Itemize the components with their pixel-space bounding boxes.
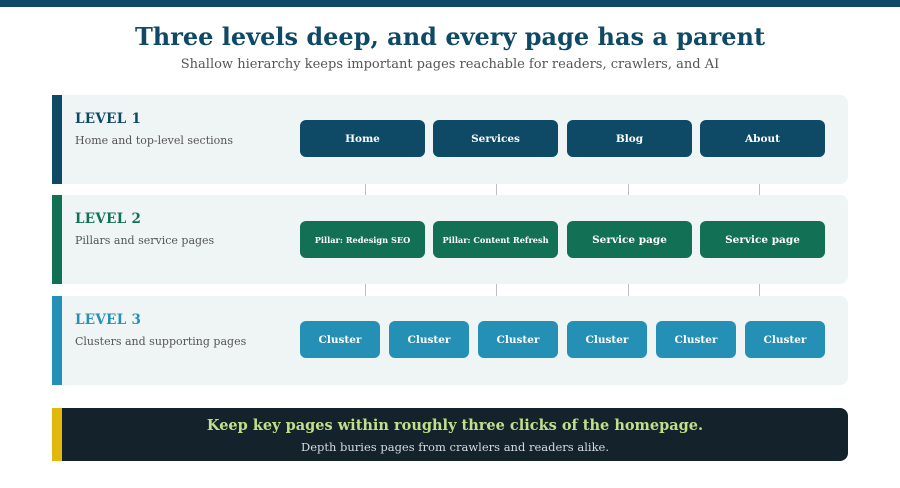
callout-box: Keep key pages within roughly three clic… — [52, 408, 848, 461]
level-1-title: LEVEL 1 — [75, 111, 142, 127]
node-service-page[interactable]: Service page — [567, 221, 692, 258]
node-cluster[interactable]: Cluster — [567, 321, 647, 358]
callout-headline: Keep key pages within roughly three clic… — [206, 417, 704, 434]
callout-subtext: Depth buries pages from crawlers and rea… — [300, 440, 610, 454]
level-3-description: Clusters and supporting pages — [75, 335, 247, 348]
node-pillar-content-refresh[interactable]: Pillar: Content Refresh — [433, 221, 558, 258]
node-services[interactable]: Services — [433, 120, 558, 157]
top-accent-bar — [0, 0, 900, 7]
level-3-accent — [52, 296, 62, 385]
level-2-accent — [52, 195, 62, 284]
node-blog[interactable]: Blog — [567, 120, 692, 157]
callout-accent — [52, 408, 62, 461]
connector-line — [759, 184, 760, 195]
node-cluster[interactable]: Cluster — [478, 321, 558, 358]
level-1-accent — [52, 95, 62, 184]
node-cluster[interactable]: Cluster — [389, 321, 469, 358]
connector-line — [628, 184, 629, 195]
connector-line — [365, 184, 366, 195]
node-home[interactable]: Home — [300, 120, 425, 157]
level-1-description: Home and top-level sections — [75, 134, 234, 147]
connector-line — [365, 284, 366, 296]
connector-line — [496, 184, 497, 195]
level-2-description: Pillars and service pages — [75, 234, 215, 247]
node-about[interactable]: About — [700, 120, 825, 157]
node-pillar-redesign-seo[interactable]: Pillar: Redesign SEO — [300, 221, 425, 258]
connector-line — [759, 284, 760, 296]
level-2-title: LEVEL 2 — [75, 211, 142, 227]
node-cluster[interactable]: Cluster — [745, 321, 825, 358]
node-service-page[interactable]: Service page — [700, 221, 825, 258]
node-cluster[interactable]: Cluster — [300, 321, 380, 358]
connector-line — [628, 284, 629, 296]
level-3-title: LEVEL 3 — [75, 312, 142, 328]
node-cluster[interactable]: Cluster — [656, 321, 736, 358]
connector-line — [496, 284, 497, 296]
page-title: Three levels deep, and every page has a … — [134, 22, 766, 51]
page-subtitle: Shallow hierarchy keeps important pages … — [180, 57, 720, 72]
